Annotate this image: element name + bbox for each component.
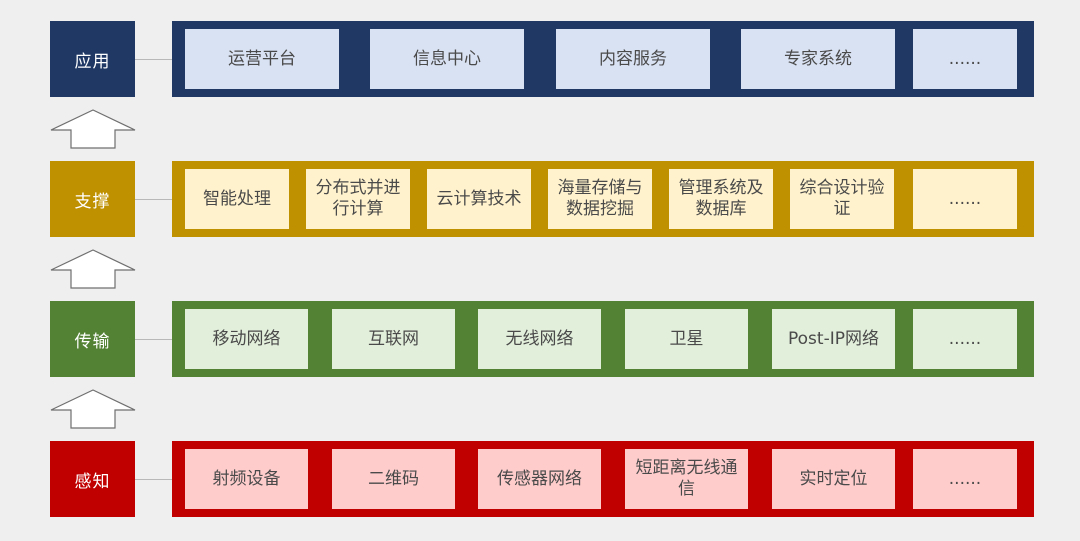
layer-transport: 传输 移动网络 互联网 无线网络 卫星 Post-IP网络 ...... <box>0 301 1080 378</box>
up-arrow-icon <box>50 249 136 289</box>
connector-line <box>135 479 172 480</box>
layer-label-transport: 传输 <box>50 301 135 377</box>
item-box: ...... <box>913 449 1017 509</box>
connector-line <box>135 59 172 60</box>
layer-label-support: 支撑 <box>50 161 135 237</box>
item-box: 互联网 <box>332 309 455 369</box>
item-box: ...... <box>913 29 1017 89</box>
layer-label-application: 应用 <box>50 21 135 97</box>
connector-line <box>135 199 172 200</box>
item-box: 射频设备 <box>185 449 308 509</box>
item-box: Post-IP网络 <box>772 309 895 369</box>
item-box: 专家系统 <box>741 29 895 89</box>
item-box: 云计算技术 <box>427 169 531 229</box>
item-box: ...... <box>913 169 1017 229</box>
layer-label-sensing: 感知 <box>50 441 135 517</box>
item-box: 无线网络 <box>478 309 601 369</box>
item-box: 短距离无线通信 <box>625 449 748 509</box>
item-box: 分布式并进行计算 <box>306 169 410 229</box>
band-application: 运营平台 信息中心 内容服务 专家系统 ...... <box>172 21 1034 97</box>
item-box: 内容服务 <box>556 29 710 89</box>
item-box: 综合设计验证 <box>790 169 894 229</box>
band-sensing: 射频设备 二维码 传感器网络 短距离无线通信 实时定位 ...... <box>172 441 1034 517</box>
layer-sensing: 感知 射频设备 二维码 传感器网络 短距离无线通信 实时定位 ...... <box>0 441 1080 518</box>
item-box: 卫星 <box>625 309 748 369</box>
up-arrow-icon <box>50 389 136 429</box>
item-box: 传感器网络 <box>478 449 601 509</box>
item-box: ...... <box>913 309 1017 369</box>
band-support: 智能处理 分布式并进行计算 云计算技术 海量存储与数据挖掘 管理系统及数据库 综… <box>172 161 1034 237</box>
item-box: 运营平台 <box>185 29 339 89</box>
layer-support: 支撑 智能处理 分布式并进行计算 云计算技术 海量存储与数据挖掘 管理系统及数据… <box>0 161 1080 238</box>
item-box: 实时定位 <box>772 449 895 509</box>
item-box: 管理系统及数据库 <box>669 169 773 229</box>
item-box: 海量存储与数据挖掘 <box>548 169 652 229</box>
item-box: 信息中心 <box>370 29 524 89</box>
layer-application: 应用 运营平台 信息中心 内容服务 专家系统 ...... <box>0 21 1080 98</box>
up-arrow-icon <box>50 109 136 149</box>
band-transport: 移动网络 互联网 无线网络 卫星 Post-IP网络 ...... <box>172 301 1034 377</box>
item-box: 智能处理 <box>185 169 289 229</box>
item-box: 二维码 <box>332 449 455 509</box>
connector-line <box>135 339 172 340</box>
item-box: 移动网络 <box>185 309 308 369</box>
